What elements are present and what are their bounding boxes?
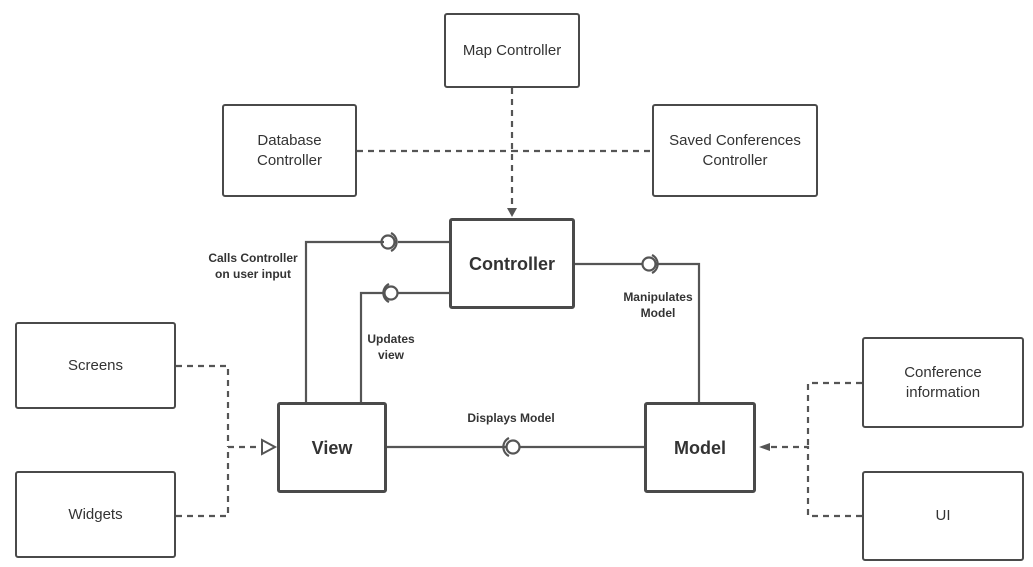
screens-connector: [176, 364, 230, 447]
updates-view-interface: [383, 285, 399, 301]
controller-arrowhead: [507, 208, 517, 217]
conference-info-connector: [806, 381, 862, 447]
screens-label: Screens: [67, 356, 124, 374]
conference-information-label: Conference information: [904, 363, 982, 401]
database-controller-box: Database Controller: [222, 104, 357, 197]
ui-box: UI: [862, 471, 1024, 561]
view-hollow-arrowhead: [261, 438, 278, 456]
saved-conferences-controller-box: Saved Conferences Controller: [652, 104, 818, 197]
map-controller-box: Map Controller: [444, 13, 580, 88]
controller-label: Controller: [468, 253, 555, 274]
model-box: Model: [644, 402, 756, 493]
ui-connector: [770, 445, 862, 518]
displays-model-interface: [505, 439, 521, 455]
calls-controller-link: [304, 240, 384, 403]
view-label: View: [311, 437, 353, 458]
ui-label: UI: [935, 507, 951, 524]
widgets-connector: [176, 445, 262, 518]
widgets-box: Widgets: [15, 471, 176, 558]
updates-view-link: [359, 291, 384, 403]
calls-controller-interface: [380, 234, 396, 250]
controller-box: Controller: [449, 218, 575, 309]
calls-controller-annotation: Calls Controller on user input: [208, 251, 298, 281]
manipulates-model-interface: [641, 256, 657, 272]
map-controller-label: Map Controller: [462, 41, 562, 59]
displays-model-socket: [502, 437, 510, 457]
manipulates-model-socket: [651, 254, 659, 274]
conference-information-box: Conference information: [862, 337, 1024, 428]
calls-controller-socket: [390, 232, 398, 252]
model-arrowhead: [759, 443, 770, 451]
widgets-label: Widgets: [68, 505, 123, 523]
manipulates-model-annotation: Manipulates Model: [623, 290, 693, 320]
updates-view-annotation: Updates view: [367, 332, 415, 362]
updates-view-socket: [382, 283, 390, 303]
saved-conferences-controller-label: Saved Conferences Controller: [669, 131, 801, 169]
manipulates-model-link-right: [656, 262, 701, 403]
screens-box: Screens: [15, 322, 176, 409]
view-box: View: [277, 402, 387, 493]
database-controller-label: Database Controller: [256, 131, 323, 169]
displays-model-annotation: Displays Model: [467, 411, 555, 425]
model-label: Model: [674, 437, 726, 458]
